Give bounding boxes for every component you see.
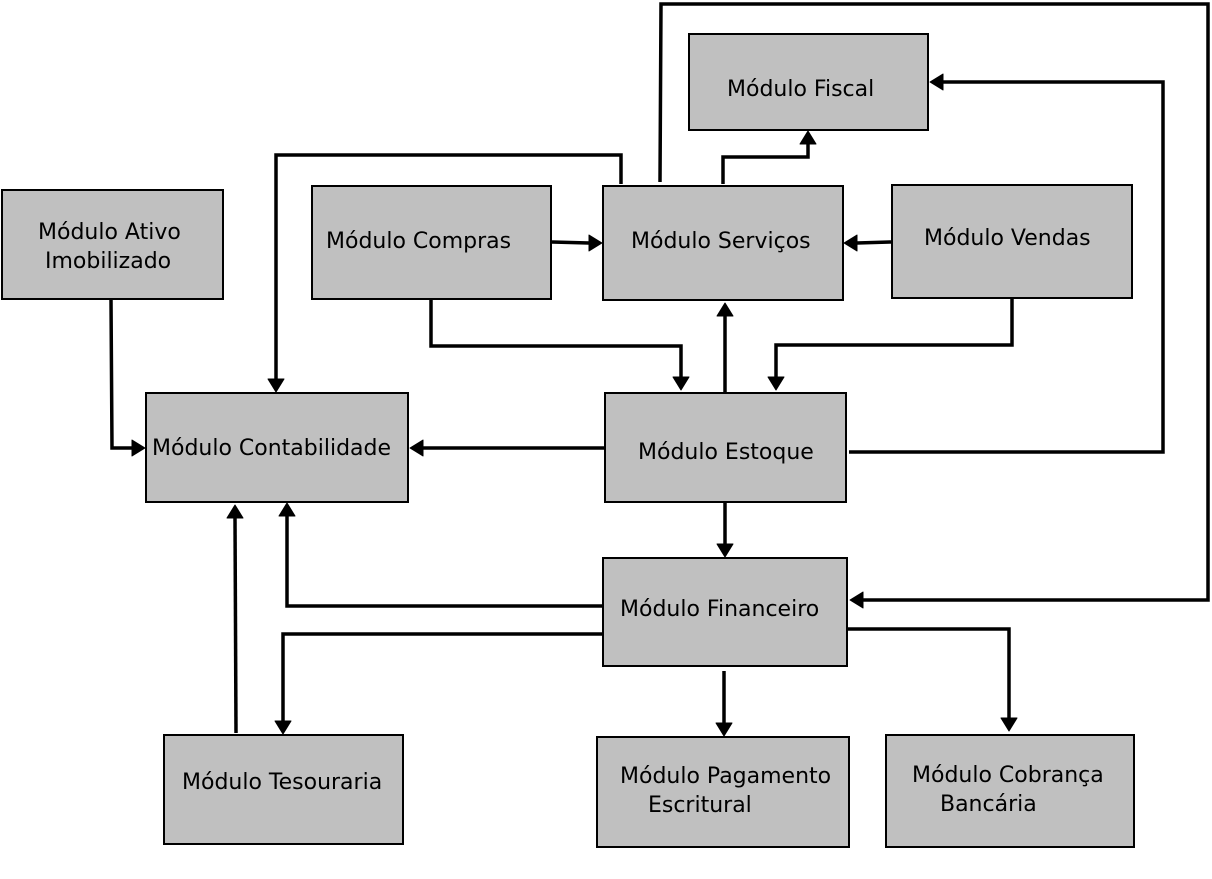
node-label: Módulo Estoque <box>638 440 814 465</box>
edge-servicos-to-financeiro <box>658 2 1210 609</box>
edge-compras-to-servicos <box>551 234 603 252</box>
node-modulo-compras: Módulo Compras <box>311 185 552 300</box>
edge-vendas-to-estoque <box>767 299 1014 391</box>
node-modulo-ativo-imobilizado: Módulo Ativo Imobilizado <box>1 189 224 300</box>
node-modulo-contabilidade: Módulo Contabilidade <box>145 392 409 503</box>
edge-estoque-to-contabilidade <box>409 439 604 457</box>
edge-estoque-to-servicos <box>716 302 734 392</box>
node-label: Módulo Pagamento Escritural <box>620 764 832 818</box>
node-label: Módulo Cobrança Bancária <box>912 763 1104 817</box>
edge-ativo-to-contabilidade <box>109 298 146 457</box>
edge-financeiro-to-tesouraria <box>274 632 602 735</box>
edge-financeiro-to-contabilidade <box>278 502 602 608</box>
node-modulo-pagamento-escritural: Módulo Pagamento Escritural <box>596 736 850 848</box>
node-modulo-financeiro: Módulo Financeiro <box>602 557 848 667</box>
node-label: Módulo Compras <box>326 229 512 254</box>
node-label: Módulo Serviços <box>631 229 811 254</box>
node-modulo-estoque: Módulo Estoque <box>604 392 847 503</box>
node-modulo-cobranca-bancaria: Módulo Cobrança Bancária <box>885 734 1135 848</box>
node-modulo-vendas: Módulo Vendas <box>891 184 1133 299</box>
node-label: Módulo Tesouraria <box>182 770 383 795</box>
node-modulo-servicos: Módulo Serviços <box>602 185 844 301</box>
edge-tesouraria-to-contabilidade <box>226 504 244 734</box>
edge-compras-to-estoque <box>429 300 690 391</box>
edge-financeiro-to-pagamento <box>715 671 733 737</box>
edge-estoque-to-fiscal <box>849 73 1165 454</box>
node-label: Módulo Financeiro <box>620 597 820 622</box>
edge-servicos-to-fiscal <box>721 130 817 184</box>
edge-vendas-to-servicos <box>843 234 892 252</box>
edge-financeiro-to-cobranca <box>848 627 1018 732</box>
node-modulo-fiscal: Módulo Fiscal <box>688 33 929 131</box>
node-label: Módulo Ativo Imobilizado <box>38 220 181 274</box>
node-modulo-tesouraria: Módulo Tesouraria <box>163 734 404 845</box>
node-label: Módulo Contabilidade <box>152 436 392 461</box>
node-label: Módulo Vendas <box>924 226 1091 251</box>
node-label: Módulo Fiscal <box>727 77 875 102</box>
edge-servicos-to-contabilidade <box>267 153 623 393</box>
edge-estoque-to-financeiro <box>716 503 734 558</box>
